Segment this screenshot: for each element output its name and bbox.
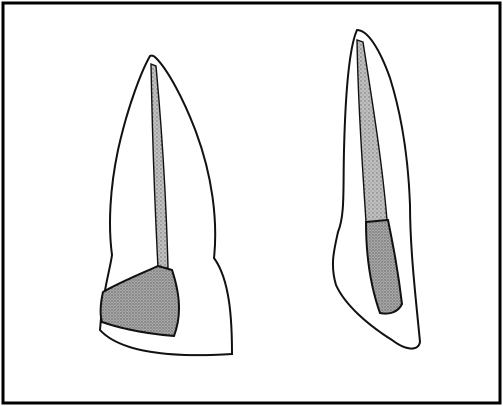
left-tooth xyxy=(100,56,232,356)
figure-frame xyxy=(3,3,500,403)
right-tooth xyxy=(333,30,420,349)
